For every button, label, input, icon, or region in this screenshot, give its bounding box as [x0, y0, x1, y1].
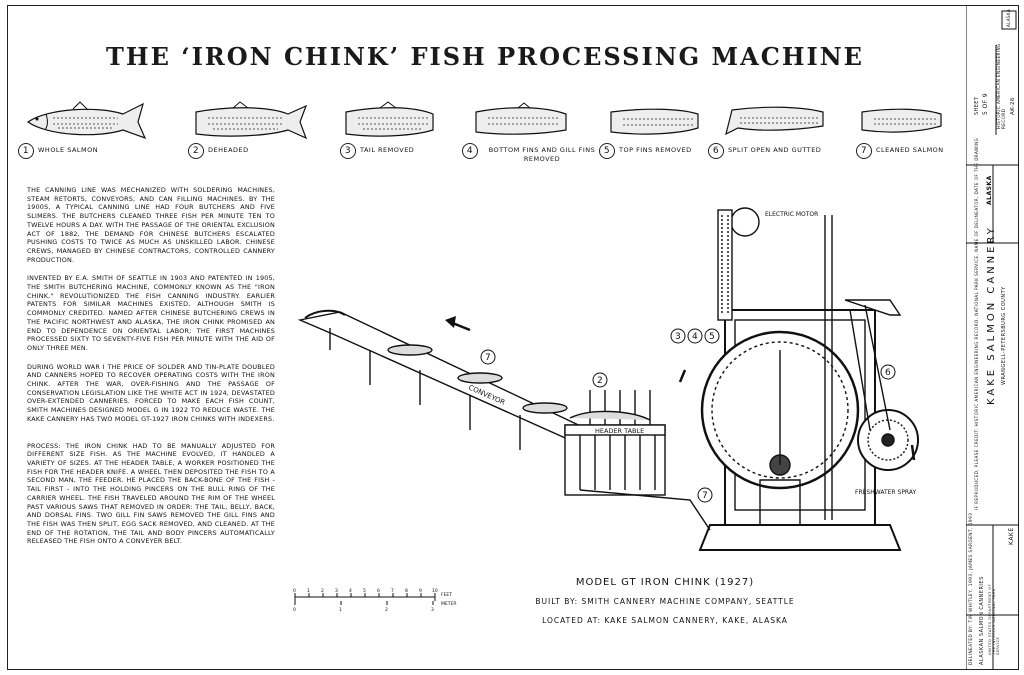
tick-feet-5: 5: [363, 588, 366, 594]
tick-meter-1: 1: [339, 607, 342, 613]
fish-caption-2: 2 DEHEADED: [188, 143, 249, 159]
callout-3: 3: [675, 332, 681, 342]
fins-removed-salmon-illustration: [475, 102, 567, 135]
fish-stage-1: 1 WHOLE SALMON: [18, 95, 158, 175]
drawing-caption: MODEL GT IRON CHINK (1927) BUILT BY: SMI…: [520, 577, 810, 635]
state-label: ALASKA: [986, 175, 993, 205]
tick-feet-3: 3: [335, 588, 338, 594]
step-label: SPLIT OPEN AND GUTTED: [728, 146, 822, 154]
tick-feet-0: 0: [293, 588, 296, 594]
callout-4: 4: [692, 332, 698, 342]
fish-stage-4: 4 BOTTOM FINS AND GILL FINS REMOVED: [462, 95, 608, 175]
step-number: 2: [188, 143, 204, 159]
fish-stage-7: 7 CLEANED SALMON: [856, 95, 996, 175]
step-label: CLEANED SALMON: [876, 146, 944, 154]
fish-stage-5: 5 TOP FINS REMOVED: [599, 95, 743, 175]
step-number: 5: [599, 143, 615, 159]
fish-stages-row: 1 WHOLE SALMON 2 DEHEADED 3 TAIL REMOVED: [18, 95, 968, 175]
title-block-frame: [966, 5, 1019, 670]
tick-feet-6: 6: [377, 588, 380, 594]
tick-feet-2: 2: [321, 588, 324, 594]
series-label: ALASKAN SALMON CANNERIES: [979, 576, 985, 665]
header-table: [564, 424, 666, 496]
tail-removed-salmon-illustration: [345, 101, 434, 137]
scale-bar: 0 1 2 3 4 5 6 7 8 9 10 0 1 2 3 FEET METE…: [293, 588, 456, 613]
fish-stage-6: 6 SPLIT OPEN AND GUTTED: [708, 95, 858, 175]
step-label: TAIL REMOVED: [360, 146, 415, 154]
tick-meter-2: 2: [385, 607, 388, 613]
county-label: WRANGELL-PETERSBURG COUNTY: [1001, 286, 1007, 385]
sheet-title: THE ‘IRON CHINK’ FISH PROCESSING MACHINE: [106, 42, 864, 71]
fish-stage-2: 2 DEHEADED: [188, 95, 328, 175]
tick-meter-0: 0: [293, 607, 296, 613]
step-number: 6: [708, 143, 724, 159]
history-text-column: THE CANNING LINE WAS MECHANIZED WITH SOL…: [27, 186, 275, 556]
fish-caption-3: 3 TAIL REMOVED: [340, 143, 414, 159]
step-number: 7: [856, 143, 872, 159]
fish-caption-5: 5 TOP FINS REMOVED: [599, 143, 692, 159]
step-label: TOP FINS REMOVED: [619, 146, 692, 154]
callout-5: 5: [709, 332, 715, 342]
tick-feet-8: 8: [405, 588, 408, 594]
location-caption: LOCATED AT: KAKE SALMON CANNERY, KAKE, A…: [542, 616, 788, 625]
paragraph-canning-line: THE CANNING LINE WAS MECHANIZED WITH SOL…: [27, 186, 275, 264]
fish-caption-7: 7 CLEANED SALMON: [856, 143, 944, 159]
paragraph-process: PROCESS: THE IRON CHINK HAD TO BE MANUAL…: [27, 441, 275, 546]
title-block-strip: ALASKA SHEET 5 OF 9 HISTORIC AMERICAN EN…: [966, 5, 1019, 670]
record-number: AK-26: [1010, 97, 1016, 115]
top-fins-removed-salmon-illustration: [610, 108, 699, 135]
cannery-name: KAKE SALMON CANNERY: [986, 225, 997, 405]
paragraph-invention: INVENTED BY E.A. SMITH OF SEATTLE IN 190…: [27, 274, 275, 352]
callout-7-conveyor: 7: [485, 353, 491, 363]
step-number: 1: [18, 143, 34, 159]
tick-feet-7: 7: [391, 588, 394, 594]
callout-6: 6: [885, 368, 891, 378]
tick-feet-10: 10: [432, 588, 438, 594]
meter-label: METER: [441, 601, 456, 607]
paragraph-world-war: DURING WORLD WAR I THE PRICE OF SOLDER A…: [27, 362, 275, 423]
reproduction-note: IF REPRODUCED, PLEASE CREDIT: HISTORIC A…: [974, 137, 979, 510]
feet-label: FEET: [441, 592, 452, 598]
fish-caption-1: 1 WHOLE SALMON: [18, 143, 98, 159]
tick-meter-3: 3: [431, 607, 434, 613]
iron-chink-machine-drawing: ELECTRIC MOTOR CONVEYOR HEADER TABLE FRE…: [297, 207, 919, 551]
label-header-table: HEADER TABLE: [595, 427, 644, 435]
built-by-caption: BUILT BY: SMITH CANNERY MACHINE COMPANY,…: [535, 597, 795, 606]
split-salmon-illustration: [725, 106, 824, 136]
tick-feet-4: 4: [349, 588, 352, 594]
sheet-number: 5 OF 9: [982, 92, 989, 115]
callout-7-lower: 7: [702, 491, 708, 501]
fish-stage-3: 3 TAIL REMOVED: [338, 95, 478, 175]
fish-caption-4: 4 BOTTOM FINS AND GILL FINS REMOVED: [462, 143, 622, 164]
electric-motor: [730, 207, 760, 237]
label-electric-motor: ELECTRIC MOTOR: [765, 211, 818, 218]
label-freshwater-spray: FRESHWATER SPRAY: [855, 489, 916, 496]
step-label: BOTTOM FINS AND GILL FINS REMOVED: [488, 146, 596, 163]
fish-caption-6: 6 SPLIT OPEN AND GUTTED: [708, 143, 821, 159]
whole-salmon-illustration: [26, 101, 147, 140]
place-label: KAKE: [1008, 527, 1015, 545]
sheet-label: SHEET: [974, 96, 980, 115]
record-label: HISTORIC AMERICAN ENGINEERING RECORD: [996, 43, 1006, 129]
cleaned-salmon-illustration: [861, 108, 942, 133]
tick-feet-9: 9: [419, 588, 422, 594]
drawing-sheet: [7, 5, 1019, 670]
delineator-label: DELINEATED BY: TIM WHITLEY, 1993, JAMES …: [968, 512, 973, 665]
corner-box-label: ALASKA: [1006, 8, 1011, 27]
step-number: 4: [462, 143, 478, 159]
callout-2: 2: [597, 376, 603, 386]
model-caption: MODEL GT IRON CHINK (1927): [575, 577, 755, 588]
agency-label: UNITED STATES DEPARTMENT OF THE INTERIOR…: [988, 583, 1000, 655]
step-label: WHOLE SALMON: [38, 146, 99, 154]
deheaded-salmon-illustration: [195, 101, 308, 140]
conveyor-belt: [297, 311, 611, 460]
step-label: DEHEADED: [208, 146, 249, 154]
step-number: 3: [340, 143, 356, 159]
tick-feet-1: 1: [307, 588, 310, 594]
